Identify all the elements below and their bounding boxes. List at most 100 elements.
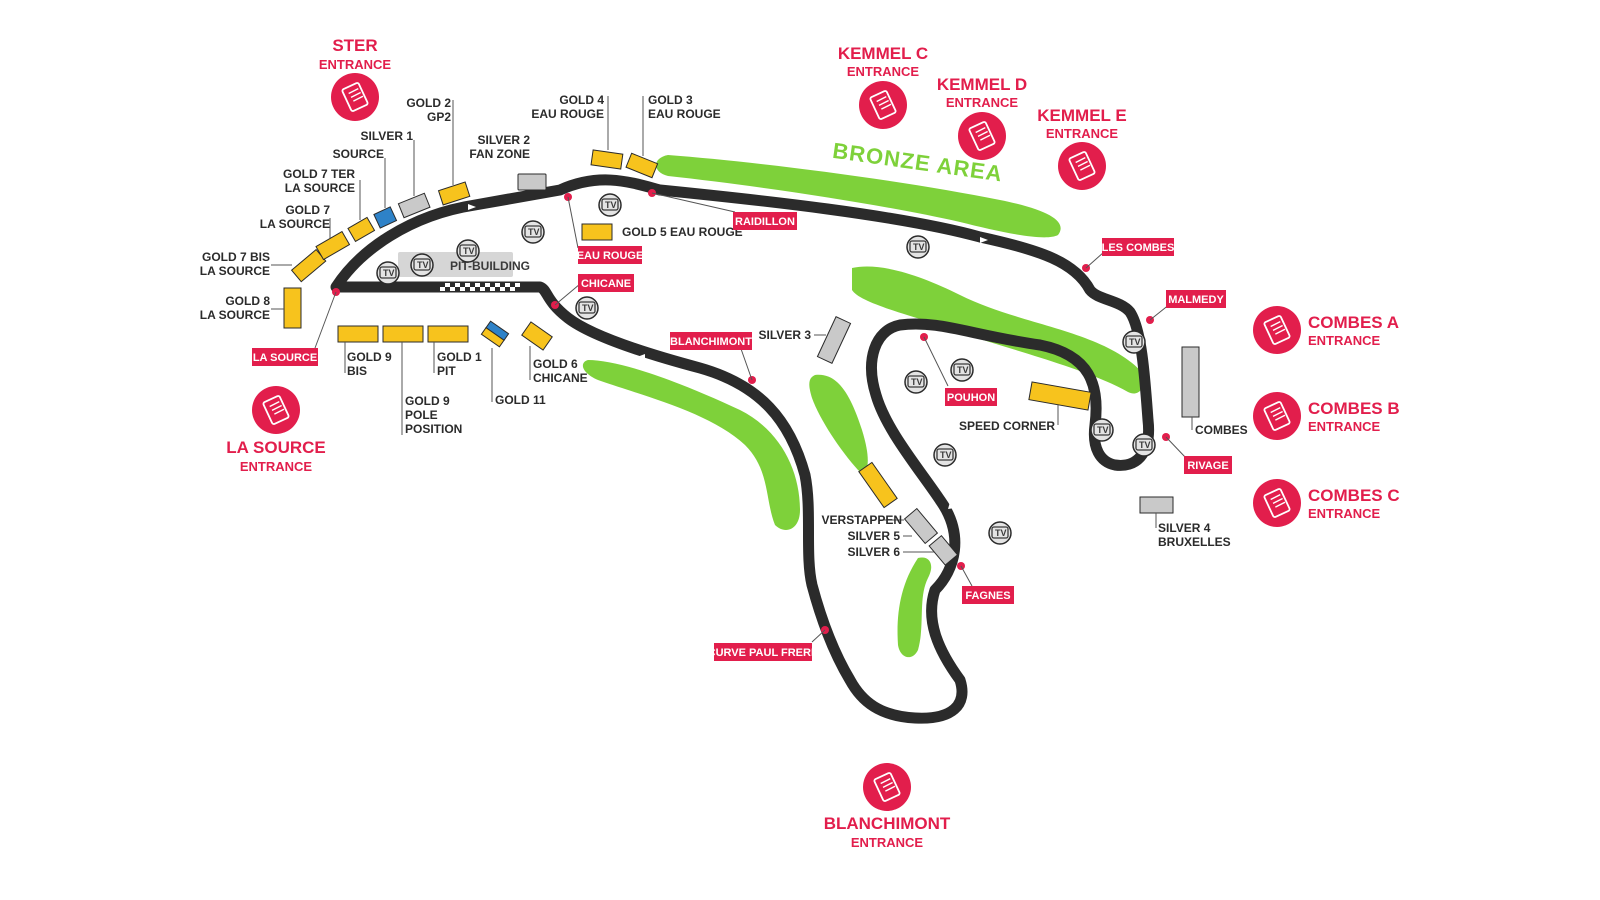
tv-camera-icon[interactable]: TV [575,296,599,320]
tv-label: TV [417,260,429,270]
corner-tag-raidillon[interactable] [733,212,797,230]
grandstand-gold-7-ter[interactable] [347,216,376,243]
race-track [330,174,1155,724]
grandstand-gold-7[interactable] [315,230,351,261]
entrance-kemmel-d[interactable]: KEMMEL D ENTRANCE [937,75,1027,160]
entrance-combes-b[interactable]: COMBES B ENTRANCE [1253,392,1400,440]
corner-tag-rivage[interactable] [1184,456,1232,474]
svg-text:ENTRANCE: ENTRANCE [1308,419,1381,434]
ticket-icon [1253,479,1301,527]
corner-tag-chicane[interactable] [578,274,634,292]
entrance-blanchimont[interactable]: BLANCHIMONT ENTRANCE [824,763,951,850]
entrance-kemmel-c[interactable]: KEMMEL C ENTRANCE [838,44,928,129]
tv-camera-icon[interactable]: TV [521,220,545,244]
grandstand-gold-6[interactable] [521,321,553,351]
tv-camera-icon[interactable]: TV [376,261,400,285]
grandstand-silver-3[interactable] [816,316,852,364]
grandstand-gold-1-pit[interactable] [427,325,469,343]
ticket-icon [252,386,300,434]
direction-arrow-icon [637,354,645,360]
direction-arrow-icon [980,237,988,243]
corner-tag-eau-rouge[interactable] [578,246,642,264]
grandstand-gold-5[interactable] [581,223,613,241]
grandstand-label: SOURCE [333,147,384,161]
tv-camera-icon[interactable]: TV [906,235,930,259]
grandstand-silver-4[interactable] [1139,496,1174,514]
tv-camera-icon[interactable]: TV [988,521,1012,545]
grandstand-silver-2[interactable] [517,173,547,191]
ticket-icon [331,73,379,121]
green-area-silver3[interactable] [809,374,868,473]
tv-camera-icon[interactable]: TV [1132,433,1156,457]
svg-text:KEMMEL D: KEMMEL D [937,75,1027,94]
corner-tag-fagnes[interactable] [962,586,1014,604]
tv-label: TV [1129,337,1141,347]
grandstand-label: SILVER 6 [848,545,901,559]
grandstand-gold-2[interactable] [437,181,471,206]
svg-text:LES COMBES: LES COMBES [1102,242,1175,254]
grandstand-gold-9-pole[interactable] [382,325,424,343]
svg-text:ENTRANCE: ENTRANCE [1046,126,1119,141]
tv-camera-icon[interactable]: TV [904,370,928,394]
corner-tag-les-combes[interactable] [1102,238,1174,256]
tv-label: TV [1097,425,1109,435]
svg-text:ENTRANCE: ENTRANCE [851,835,924,850]
corner-tag-blanchimont[interactable] [670,332,752,350]
green-area-bronze[interactable] [656,155,1061,238]
entrance-ster[interactable]: STER ENTRANCE [319,36,392,121]
grandstand-combes[interactable] [1181,346,1200,418]
corner-tag-malmedy[interactable] [1166,290,1226,308]
tv-camera-icon[interactable]: TV [410,253,434,277]
grandstand-speed-corner[interactable] [1028,381,1092,411]
grandstand-gold-8[interactable] [283,287,302,329]
svg-text:EAU ROUGE: EAU ROUGE [577,250,644,262]
entrance-combes-c[interactable]: COMBES C ENTRANCE [1253,479,1400,527]
entrance-la-source[interactable]: LA SOURCE ENTRANCE [226,386,326,474]
ticket-icon [863,763,911,811]
svg-text:ENTRANCE: ENTRANCE [1308,506,1381,521]
grandstand-label: COMBES [1195,423,1248,437]
grandstand-gold-11[interactable] [480,320,510,348]
ticket-icon [1253,392,1301,440]
tv-camera-icon[interactable]: TV [1122,330,1146,354]
grandstand-gold-9-bis[interactable] [337,325,379,343]
corner-tag-pouhon[interactable] [945,388,997,406]
tv-label: TV [1139,440,1151,450]
tv-camera-icon[interactable]: TV [1090,418,1114,442]
entrance-kemmel-e[interactable]: KEMMEL E ENTRANCE [1037,106,1127,190]
green-area-fagnes[interactable] [897,557,932,658]
ticket-icon [1058,142,1106,190]
grandstand-gold-4[interactable] [590,149,624,170]
tv-label: TV [957,365,969,375]
corner-markers: LA SOURCE EAU ROUGE RAIDILLON CHICANE BL… [252,189,1232,661]
svg-text:ENTRANCE: ENTRANCE [319,57,392,72]
grandstand-silver-5[interactable] [903,507,939,545]
tv-camera-icon[interactable]: TV [933,443,957,467]
svg-text:COMBES A: COMBES A [1308,313,1399,332]
green-area-blanchimont-inner[interactable] [582,360,800,530]
grandstand-silver-1[interactable] [397,192,431,219]
entrances: STER ENTRANCE LA SOURCE ENTRANCE KEMMEL … [226,36,1399,850]
grandstand-gold-3[interactable] [625,152,659,179]
tv-label: TV [528,227,540,237]
tv-label: TV [383,268,395,278]
grandstand-verstappen[interactable] [858,461,898,509]
grandstand-silver-6[interactable] [928,534,959,566]
corner-tag-curve-paul-frere[interactable] [714,643,812,661]
tv-camera-icon[interactable]: TV [598,193,622,217]
entrance-combes-a[interactable]: COMBES A ENTRANCE [1253,306,1399,354]
corner-tag-la-source[interactable] [252,348,318,366]
tv-camera-icon[interactable]: TV [456,239,480,263]
grandstand-source[interactable] [373,206,398,229]
tv-camera-icon[interactable]: TV [950,358,974,382]
grandstand-label: SILVER 1 [361,129,414,143]
tv-label: TV [582,303,594,313]
tv-label: TV [911,377,923,387]
tv-cameras: TV TV TV TV TV TV TV TV TV TV TV TV TV T… [376,193,1156,545]
